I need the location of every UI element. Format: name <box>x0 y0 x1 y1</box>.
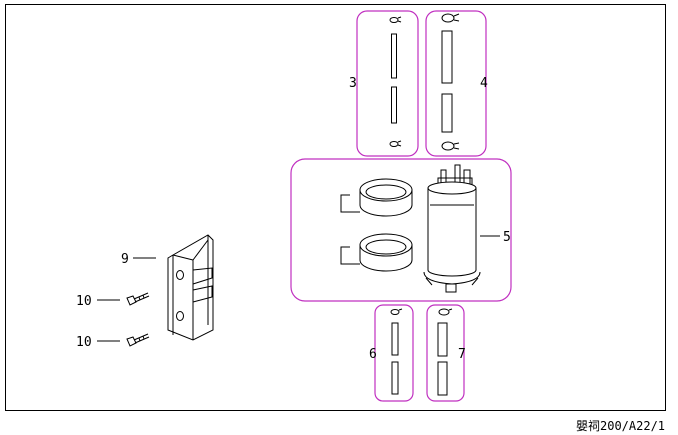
reference-code: 嬰祠200/A22/1 <box>576 419 665 433</box>
part-3-hose-group[interactable]: 3 <box>349 10 419 157</box>
bolt-icon <box>126 292 150 306</box>
hose-segment <box>391 33 397 79</box>
group-outline-6 <box>374 304 414 402</box>
group-outline-5 <box>290 158 512 302</box>
group-outline-3 <box>356 10 419 157</box>
diagram-frame <box>5 4 666 411</box>
part-label-9: 9 <box>121 252 129 267</box>
hose-clip-icon <box>438 308 453 316</box>
part-label-5: 5 <box>503 230 511 245</box>
hose-clip-icon <box>441 141 460 151</box>
fuel-pump <box>423 164 481 293</box>
hose-clip-icon <box>441 13 460 23</box>
part-10-bolt-lower[interactable]: 10 <box>76 333 150 350</box>
hose-clip-icon <box>389 16 402 23</box>
part-label-6: 6 <box>369 347 377 362</box>
hose-segment <box>441 93 453 133</box>
hose-segment <box>437 322 448 357</box>
hose-segment <box>391 322 399 356</box>
part-label-3: 3 <box>349 76 357 91</box>
pump-clamp-upper <box>340 178 413 217</box>
group-outline-4 <box>425 10 487 157</box>
part-7-hose-group[interactable]: 7 <box>426 304 466 402</box>
part-label-4: 4 <box>480 76 488 91</box>
part-5-pump-group[interactable]: 5 <box>290 158 512 302</box>
part-label-10-upper: 10 <box>76 294 92 309</box>
part-9-bracket[interactable]: 9 <box>121 234 214 341</box>
hose-segment <box>391 86 397 124</box>
hose-clip-icon <box>390 308 403 315</box>
part-label-10-lower: 10 <box>76 335 92 350</box>
group-outline-7 <box>426 304 465 402</box>
hose-segment <box>391 361 399 395</box>
hose-segment <box>441 30 453 84</box>
part-label-7: 7 <box>458 347 466 362</box>
part-6-hose-group[interactable]: 6 <box>369 304 414 402</box>
pump-clamp-lower <box>340 233 413 272</box>
bolt-icon <box>126 333 150 347</box>
part-10-bolt-upper[interactable]: 10 <box>76 292 150 309</box>
part-4-hose-group[interactable]: 4 <box>425 10 488 157</box>
hose-clip-icon <box>389 140 402 147</box>
hose-segment <box>437 361 448 396</box>
